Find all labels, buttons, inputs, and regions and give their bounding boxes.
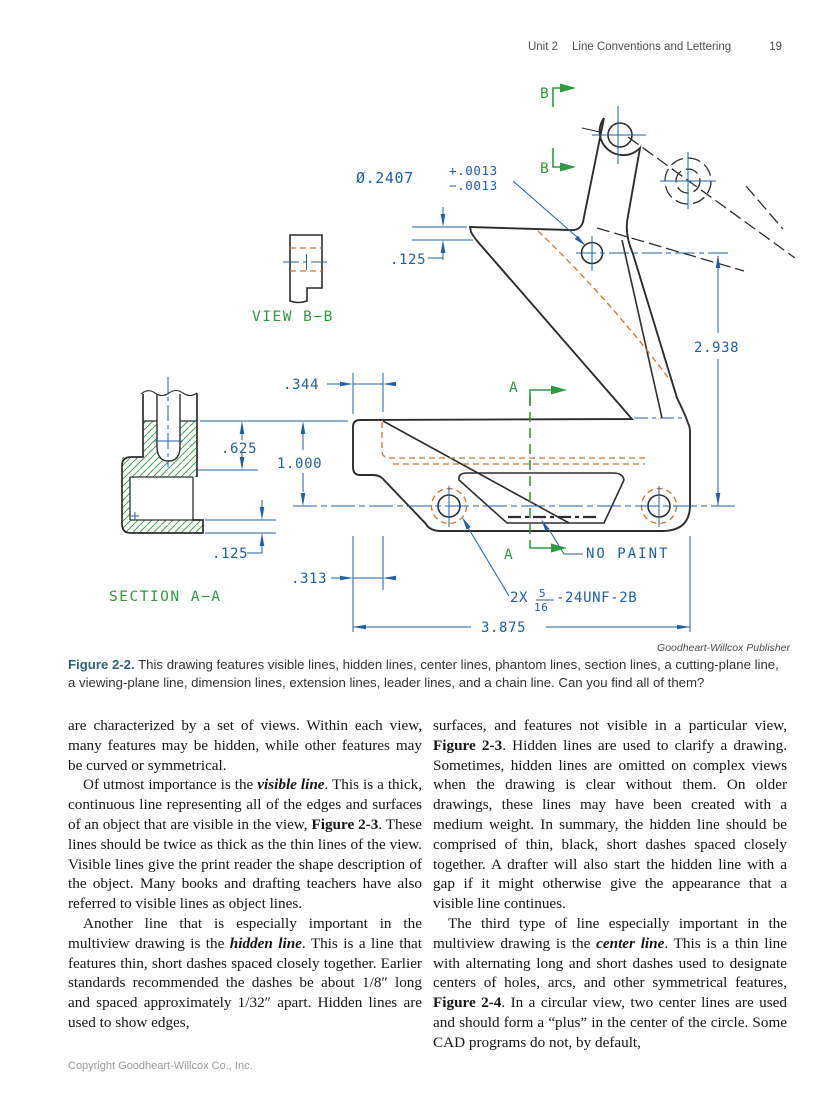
diameter-callout: Ø.2407 [356, 169, 414, 187]
section-hatch [122, 421, 203, 533]
text-run: . In a circular view, two center lines a… [433, 994, 787, 1051]
section-view [121, 377, 204, 534]
page-number: 19 [769, 41, 782, 53]
thread-qty: 2X [510, 590, 528, 606]
body-column-right: surfaces, and features not visible in a … [433, 716, 787, 1053]
view-bb-center [283, 254, 331, 270]
no-paint-note: NO PAINT [586, 546, 669, 562]
text-run: This drawing features visible lines, hid… [68, 657, 779, 690]
dim-3875: 3.875 [481, 620, 526, 636]
text-run: visible line [257, 776, 325, 794]
publisher-credit: Goodheart-Willcox Publisher [657, 642, 790, 654]
thread-denominator: 16 [534, 601, 548, 614]
plane-b-letter-top: B [540, 86, 549, 102]
text-run: are characterized by a set of views. Wit… [68, 717, 422, 774]
dim-344: .344 [283, 377, 319, 393]
view-bb [283, 234, 331, 304]
dim-313: .313 [291, 571, 327, 587]
text-run: . This is a thin line with alternating l… [433, 934, 787, 992]
plane-a-letter-top: A [509, 380, 518, 396]
plane-a-letter-bottom: A [504, 547, 513, 563]
text-run: Figure 2-4 [433, 994, 502, 1012]
dim-2938: 2.938 [694, 340, 739, 356]
body-column-left: are characterized by a set of views. Wit… [68, 716, 422, 1033]
tolerance-minus: −.0013 [449, 178, 498, 193]
unit-label: Unit 2 [527, 41, 558, 53]
figure-drawing: Ø.2407 +.0013 −.0013 .125 2.938 .344 .62… [109, 83, 796, 654]
plane-b-letter-bottom: B [540, 161, 549, 177]
chapter-title: Line Conventions and Lettering [572, 41, 732, 53]
text-run: Figure 2-3 [433, 736, 503, 754]
pad-outline [458, 472, 625, 524]
cutting-plane-a [529, 385, 567, 553]
text-run: . Hidden lines are used to clarify a dra… [433, 736, 787, 913]
main-view [293, 106, 796, 532]
text-run: hidden line [229, 934, 302, 952]
phantom-tick [581, 127, 601, 133]
view-bb-hidden [290, 247, 322, 272]
dim-625: .625 [221, 441, 257, 457]
dimension-texts: Ø.2407 +.0013 −.0013 .125 2.938 .344 .62… [212, 163, 739, 636]
section-aa-label: SECTION A−A [109, 589, 222, 605]
thread-spec: -24UNF-2B [556, 590, 637, 606]
copyright-footer: Copyright Goodheart-Willcox Co., Inc. [68, 1060, 253, 1072]
text-run: . This is a line that features thin, sho… [68, 934, 422, 1031]
view-bb-label: VIEW B−B [252, 309, 334, 325]
dim-125-bottom: .125 [212, 546, 248, 562]
dim-1000: 1.000 [277, 456, 322, 472]
text-run: . These lines should be twice as thick a… [68, 815, 423, 913]
text-run: . This is a thick, continuous line repre… [68, 776, 422, 833]
text-run: Figure 2-3 [311, 815, 379, 833]
text-run: surfaces, and features not visible in a … [433, 717, 787, 734]
plane-texts: VIEW B−B SECTION A−A A A B B [109, 86, 549, 605]
phantom-lines [596, 136, 796, 272]
body-paragraph: Another line that is especially importan… [68, 914, 422, 1033]
body-paragraph: Of utmost importance is the visible line… [68, 775, 422, 914]
visible-outline [352, 117, 691, 532]
center-lines [293, 106, 737, 527]
dimension-arrowheads [239, 214, 721, 630]
section-center-lines [131, 377, 183, 520]
body-paragraph: The third type of line especially import… [433, 914, 787, 1053]
dimension-lines [197, 180, 719, 632]
body-paragraph: are characterized by a set of views. Wit… [68, 716, 422, 775]
text-run: Figure 2-2. [68, 657, 135, 672]
figure-caption: Figure 2-2. This drawing features visibl… [68, 656, 784, 691]
dim-125-top: .125 [390, 252, 426, 268]
section-outline [121, 389, 204, 534]
text-run: The third type of line especially import… [433, 914, 787, 952]
tolerance-plus: +.0013 [449, 163, 498, 178]
text-run: Of utmost importance is the [83, 776, 258, 794]
text-run: center line [596, 934, 665, 952]
thread-numerator: 5 [539, 587, 546, 600]
inner-right-edge [621, 239, 663, 419]
body-paragraph: surfaces, and features not visible in a … [433, 716, 787, 914]
viewing-plane-b [552, 83, 576, 172]
text-run: Another line that is especially importan… [68, 914, 422, 952]
page-header: Unit 2 Line Conventions and Lettering 19 [0, 41, 782, 53]
view-bb-outline [289, 234, 323, 304]
